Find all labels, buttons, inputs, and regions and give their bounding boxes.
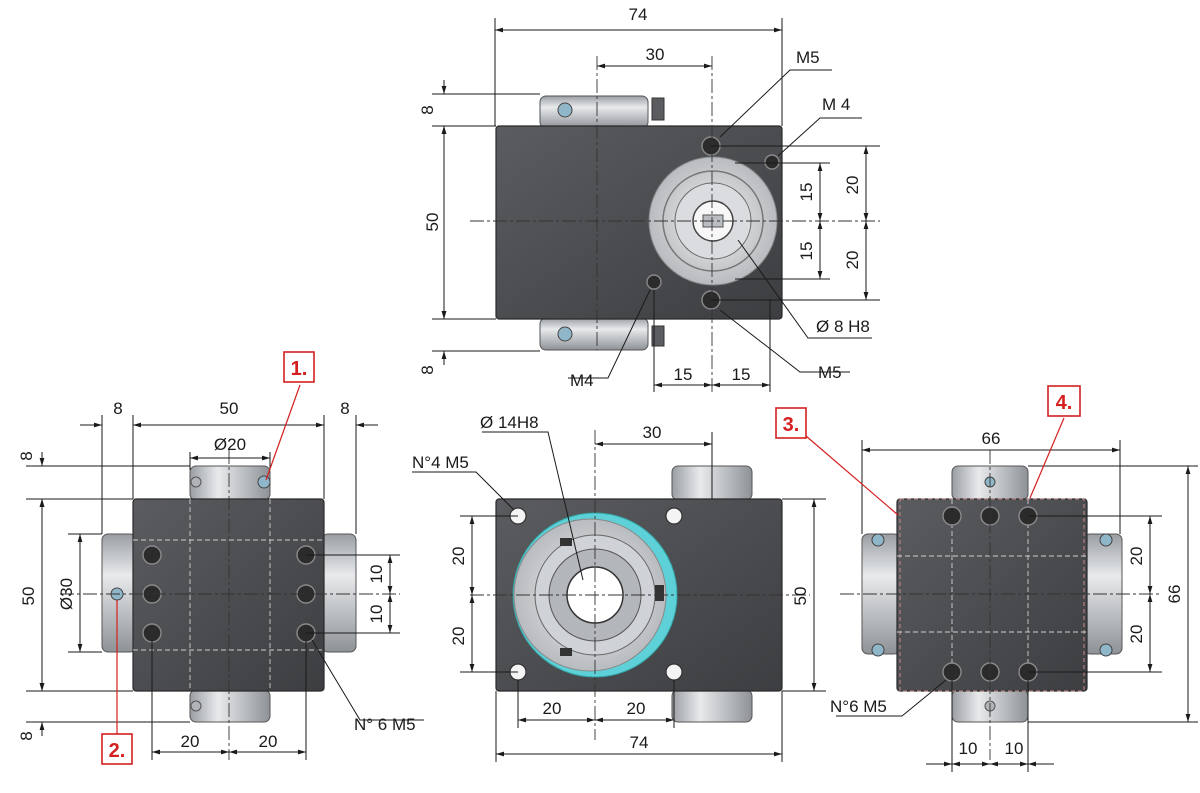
callout-4 [1047, 385, 1081, 417]
dim-left-50v: 50 [19, 587, 38, 606]
dim-left-20a: 20 [181, 732, 200, 751]
dim-right-66h: 66 [982, 429, 1001, 448]
set-screw-icon [651, 97, 665, 121]
dim-top-8b: 8 [418, 365, 437, 374]
top-cylinder-lower [539, 317, 649, 351]
screw-head-icon [871, 533, 885, 547]
dim-top-74: 74 [629, 5, 648, 24]
callout-1 [283, 351, 315, 383]
screw-head-icon [1099, 643, 1113, 657]
dim-left-20b: 20 [259, 732, 278, 751]
callout-3-label: 3. [783, 414, 800, 436]
dim-left-8b: 8 [340, 399, 349, 418]
callout-3 [775, 407, 807, 439]
label-right-holes: N°6 M5 [830, 697, 887, 716]
dim-front-20b: 20 [449, 627, 468, 646]
left-view: 8 50 8 Ø20 8 50 8 Ø30 10 10 20 [17, 351, 424, 765]
front-cylinder-bottom [671, 689, 753, 723]
dim-left-8d: 8 [17, 731, 36, 740]
dim-front-20d: 20 [627, 699, 646, 718]
dim-top-15d: 15 [732, 365, 751, 384]
dim-right-10a: 10 [959, 739, 978, 758]
callout-1-label: 1. [291, 358, 308, 380]
front-view: 30 20 20 50 20 20 74 Ø 14H8 N°4 M5 [412, 413, 826, 762]
dim-right-20a: 20 [1127, 547, 1146, 566]
dim-top-20a: 20 [843, 176, 862, 195]
label-m4-bottom: M4 [570, 371, 594, 390]
dim-left-dia30: Ø30 [57, 578, 76, 610]
left-cylinder-bottom [189, 689, 271, 723]
label-bore-14: Ø 14H8 [480, 413, 539, 432]
label-bore-8: Ø 8 H8 [816, 317, 870, 336]
dim-left-50: 50 [220, 399, 239, 418]
hole-m5 [665, 507, 683, 525]
dim-front-74: 74 [630, 733, 649, 752]
left-cylinder-right [321, 533, 357, 653]
dim-left-dia20: Ø20 [214, 435, 246, 454]
top-cylinder-upper [539, 95, 649, 129]
dim-top-50: 50 [423, 213, 442, 232]
right-view: 66 20 20 66 10 10 N°6 M5 3. 4. [775, 385, 1198, 772]
label-m5-top: M5 [796, 48, 820, 67]
screw-head-icon [871, 643, 885, 657]
dim-top-20b: 20 [843, 251, 862, 270]
dim-front-50: 50 [791, 587, 810, 606]
dim-front-30: 30 [643, 423, 662, 442]
label-left-holes: N° 6 M5 [354, 715, 416, 734]
callout-2-label: 2. [109, 740, 126, 762]
dim-left-8c: 8 [17, 451, 36, 460]
hole-m5 [665, 663, 683, 681]
dim-right-66v: 66 [1165, 585, 1184, 604]
screw-head-icon [557, 326, 573, 342]
dim-top-30: 30 [646, 45, 665, 64]
dim-top-15c: 15 [674, 365, 693, 384]
callout-2 [101, 733, 133, 765]
callout-4-label: 4. [1056, 392, 1073, 414]
dim-left-10b: 10 [367, 605, 386, 624]
dim-top-8a: 8 [418, 105, 437, 114]
dim-top-15a: 15 [797, 183, 816, 202]
screw-head-icon [1099, 533, 1113, 547]
hole-m4-bottom [646, 274, 662, 290]
dim-front-20a: 20 [449, 547, 468, 566]
label-m4-top: M 4 [822, 95, 850, 114]
dim-top-15b: 15 [797, 242, 816, 261]
label-m5-bottom: M5 [818, 363, 842, 382]
hole-m4-top [764, 154, 780, 170]
dim-left-10a: 10 [367, 565, 386, 584]
label-front-holes: N°4 M5 [412, 453, 469, 472]
top-view: 74 30 8 50 8 15 15 20 20 15 15 [418, 5, 880, 392]
right-body [896, 498, 1088, 692]
dim-right-20b: 20 [1127, 625, 1146, 644]
set-screw-icon [651, 325, 665, 347]
screw-head-icon [257, 475, 271, 489]
left-body [132, 498, 325, 692]
dim-front-20c: 20 [543, 699, 562, 718]
dim-right-10b: 10 [1005, 739, 1024, 758]
dim-left-8a: 8 [113, 399, 122, 418]
screw-head-icon [557, 102, 573, 118]
